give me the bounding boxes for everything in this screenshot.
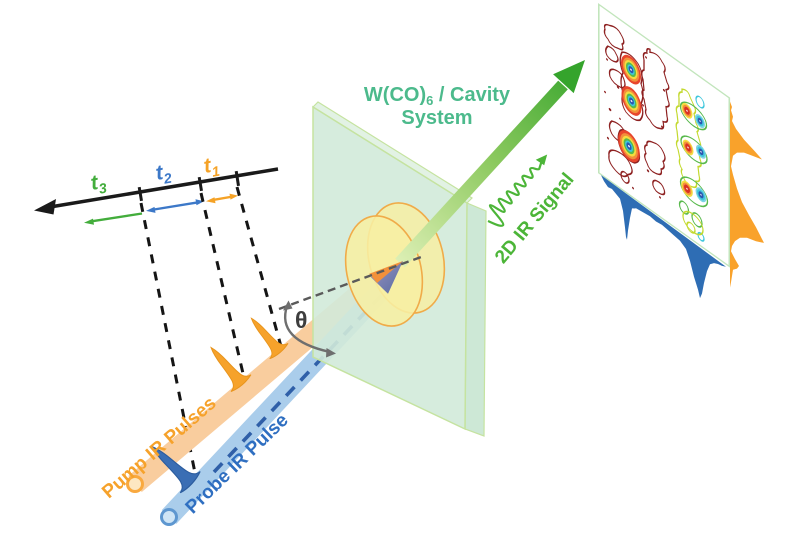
- signal-beam-ribbon: [395, 80, 568, 268]
- time-axis-arrowhead: [34, 199, 56, 215]
- label-2dir-signal: 2D IR Signal: [491, 169, 578, 267]
- spectrum-panel: [598, 3, 764, 299]
- time-axis-line: [49, 167, 279, 209]
- angle-annotation: θ: [278, 255, 422, 358]
- cavity-plate-side-face: [464, 202, 487, 437]
- bleach-peak-1: [621, 54, 641, 85]
- bleach-peak-3: [618, 130, 640, 163]
- pump-beam-endcap: [126, 475, 144, 493]
- signal-wave-icon: [487, 154, 548, 227]
- probe-beam-endcap: [160, 508, 178, 526]
- signal-beam-arrowhead: [553, 60, 585, 94]
- bleach-peak-2: [621, 86, 642, 116]
- bottom-small-contours: [678, 200, 705, 242]
- angle-arc: [284, 305, 331, 354]
- signal-beam: [395, 60, 585, 268]
- probe-pulse: [150, 445, 201, 494]
- interval-arrow-t3: [84, 212, 143, 225]
- positive-peak-1: [681, 102, 693, 119]
- spectrum-bottom-trace-blue: [601, 175, 726, 299]
- contour-peaks-right-column: [675, 88, 709, 242]
- contours-negative-dots: [604, 56, 666, 199]
- time-axis-ticks: [137, 170, 240, 202]
- label-theta: θ: [295, 307, 307, 333]
- spectrum-side-trace-orange: [730, 101, 764, 288]
- pump-pulse-2: [250, 317, 289, 360]
- contour-peaks-left-column: [618, 54, 642, 163]
- time-axis: t3 t2 t1: [34, 153, 284, 479]
- contours-negative-outlines: [603, 23, 670, 196]
- positive-peak-3: [681, 180, 693, 197]
- label-t2: t2: [154, 160, 173, 188]
- negative-peak-2: [696, 144, 706, 159]
- label-cavity-line1: W(CO)6 / Cavity: [364, 84, 511, 108]
- angle-arc-arrowhead-top: [283, 300, 293, 311]
- right-column-outer-outline: [675, 88, 702, 189]
- negative-peak-1: [695, 114, 705, 129]
- pump-pulse-1: [210, 346, 252, 392]
- label-cavity-system: W(CO)6 / Cavity System: [364, 84, 511, 129]
- angle-arc-arrowhead-bottom: [326, 348, 336, 358]
- label-t1: t1: [202, 153, 221, 181]
- interval-arrow-t1: [206, 193, 238, 204]
- negative-peak-3: [695, 187, 707, 203]
- probe-arrowhead: [370, 261, 403, 294]
- label-cavity-line2: System: [401, 107, 472, 129]
- label-t3: t3: [89, 170, 108, 198]
- positive-peak-2: [682, 139, 694, 156]
- interval-arrow-t2: [146, 199, 204, 213]
